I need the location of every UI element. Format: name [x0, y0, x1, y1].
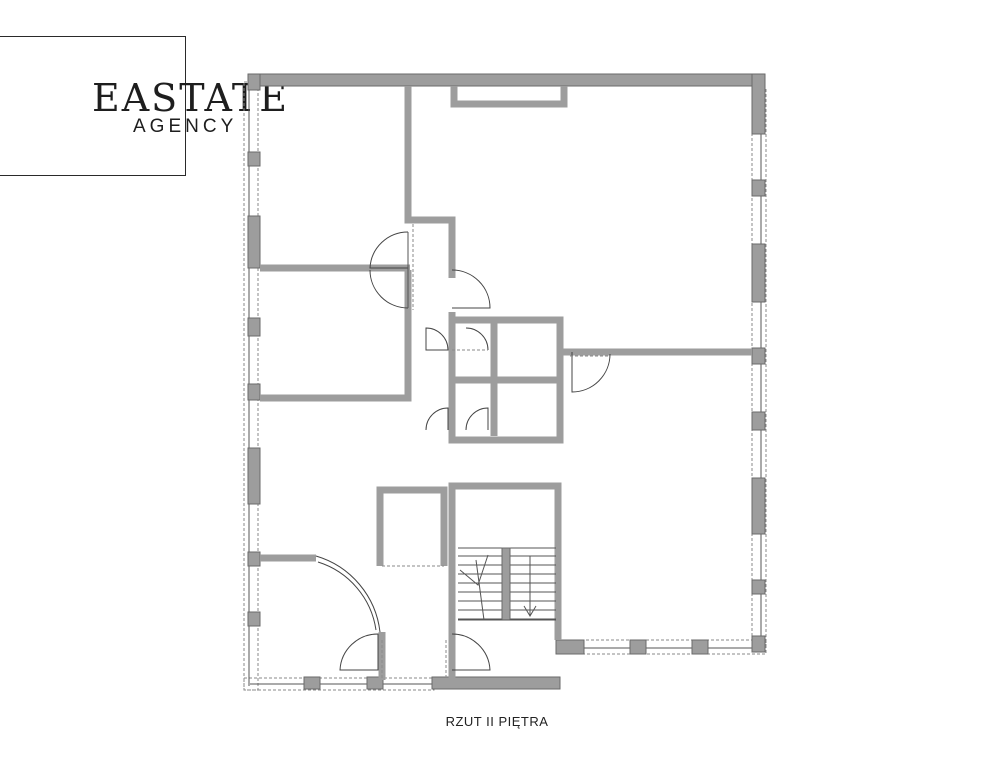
doors	[315, 224, 611, 678]
top-niche	[450, 86, 568, 108]
logo-frame	[0, 36, 186, 176]
logo-sub-text: AGENCY	[133, 116, 238, 137]
staircase	[458, 547, 556, 621]
interior-walls	[260, 86, 752, 680]
outer-walls	[247, 73, 766, 690]
floor-caption: RZUT II PIĘTRA	[445, 714, 549, 729]
